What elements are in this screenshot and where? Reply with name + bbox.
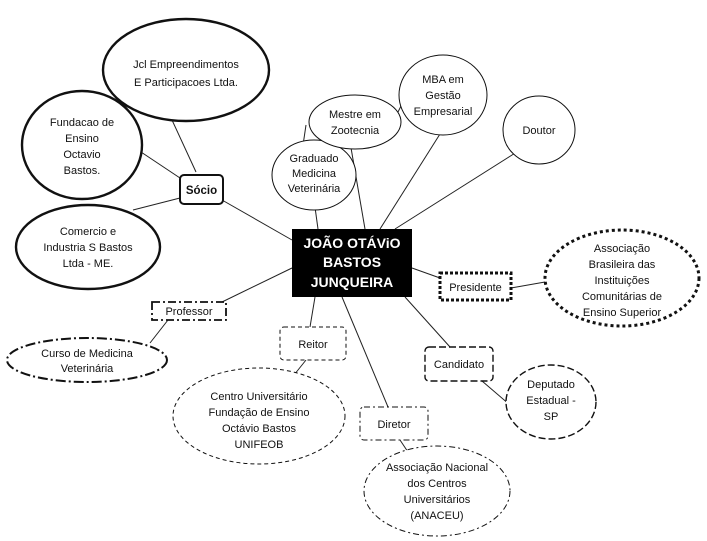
socio-label: Sócio [186, 185, 217, 197]
jcl-line-1: Jcl Empreendimentos [133, 59, 239, 71]
center-name-line-2: BASTOS [323, 254, 381, 270]
edge-candidato-deputado [481, 380, 511, 406]
diretor-label: Diretor [377, 419, 410, 431]
graduado-line-2: Medicina [292, 168, 337, 180]
fundacao-line-2: Ensino [65, 133, 99, 145]
role-presidente: Presidente [438, 271, 513, 302]
edge-professor-curso [149, 319, 169, 344]
edge-presidente-abruc [510, 281, 546, 289]
comercio-line-3: Ltda - ME. [63, 258, 114, 270]
comercio-line-1: Comercio e [60, 226, 116, 238]
education-graduado: Graduado Medicina Veterinária [271, 139, 357, 211]
role-reitor: Reitor [279, 326, 347, 361]
reitor-label: Reitor [298, 339, 328, 351]
mba-line-2: Gestão [425, 90, 460, 102]
curso-line-1: Curso de Medicina [41, 348, 134, 360]
graduado-line-3: Veterinária [288, 183, 341, 195]
fundacao-line-1: Fundacao de [50, 117, 114, 129]
presidente-label: Presidente [449, 282, 502, 294]
fundacao-line-4: Bastos. [64, 165, 101, 177]
unifeob-line-2: Fundação de Ensino [209, 407, 310, 419]
role-professor: Professor [151, 301, 227, 321]
education-mestre: Mestre em Zootecnia [308, 94, 402, 150]
unifeob-line-1: Centro Universitário [210, 391, 307, 403]
org-deputado: Deputado Estadual - SP [505, 364, 597, 440]
org-unifeob: Centro Universitário Fundação de Ensino … [172, 367, 346, 465]
education-doutor: Doutor [502, 95, 576, 165]
fundacao-line-3: Octavio [63, 149, 100, 161]
edge-center-candidato [404, 296, 451, 348]
org-abruc: Associação Brasileira das Instituições C… [543, 228, 701, 328]
mba-line-1: MBA em [422, 74, 464, 86]
center-name-line-3: JUNQUEIRA [311, 274, 393, 290]
anaceu-line-3: Universitários [404, 494, 471, 506]
edge-doutor-center [394, 149, 521, 230]
edges [132, 103, 546, 456]
socio-company-fundacao: Fundacao de Ensino Octavio Bastos. [20, 89, 144, 201]
center-name-line-1: JOÃO OTÁViO [304, 234, 401, 251]
edge-mba-center [379, 133, 441, 230]
mestre-line-2: Zootecnia [331, 125, 380, 137]
professor-label: Professor [165, 306, 212, 318]
edge-socio-comercio [132, 197, 181, 211]
role-diretor: Diretor [359, 406, 429, 441]
edge-socio-center [221, 199, 293, 241]
role-candidato: Candidato [424, 346, 494, 382]
anaceu-line-2: dos Centros [407, 478, 467, 490]
abruc-line-3: Instituições [594, 275, 650, 287]
jcl-line-2: E Participacoes Ltda. [134, 77, 238, 89]
deputado-line-1: Deputado [527, 379, 575, 391]
unifeob-line-3: Octávio Bastos [222, 423, 296, 435]
mba-line-3: Empresarial [414, 106, 473, 118]
edge-center-reitor [309, 296, 316, 328]
abruc-line-2: Brasileira das [589, 259, 656, 271]
socio-company-comercio: Comercio e Industria S Bastos Ltda - ME. [14, 203, 162, 291]
candidato-label: Candidato [434, 359, 484, 371]
org-anaceu: Associação Nacional dos Centros Universi… [363, 445, 511, 537]
anaceu-line-1: Associação Nacional [386, 462, 488, 474]
graduado-line-1: Graduado [290, 153, 339, 165]
education-mba: MBA em Gestão Empresarial [398, 54, 488, 136]
center-person-node: JOÃO OTÁViO BASTOS JUNQUEIRA [292, 229, 412, 297]
curso-line-2: Veterinária [61, 363, 114, 375]
doutor-line-1: Doutor [522, 125, 555, 137]
abruc-line-4: Comunitárias de [582, 291, 662, 303]
mestre-line-1: Mestre em [329, 109, 381, 121]
socio-company-jcl: Jcl Empreendimentos E Participacoes Ltda… [101, 17, 271, 123]
unifeob-line-4: UNIFEOB [235, 439, 284, 451]
abruc-line-5: Ensino Superior [583, 307, 662, 319]
edge-center-presidente [411, 267, 441, 279]
abruc-line-1: Associação [594, 243, 650, 255]
edge-socio-jcl [171, 119, 197, 173]
deputado-line-3: SP [544, 411, 559, 423]
socio-node: Sócio [179, 174, 224, 205]
edge-center-professor [221, 267, 293, 303]
edge-center-diretor [341, 296, 389, 408]
comercio-line-2: Industria S Bastos [43, 242, 133, 254]
org-curso-medicina: Curso de Medicina Veterinária [6, 337, 168, 383]
anaceu-line-4: (ANACEU) [410, 510, 463, 522]
edge-socio-fundacao [137, 149, 181, 179]
edge-mestre-center [349, 141, 366, 230]
deputado-line-2: Estadual - [526, 395, 576, 407]
